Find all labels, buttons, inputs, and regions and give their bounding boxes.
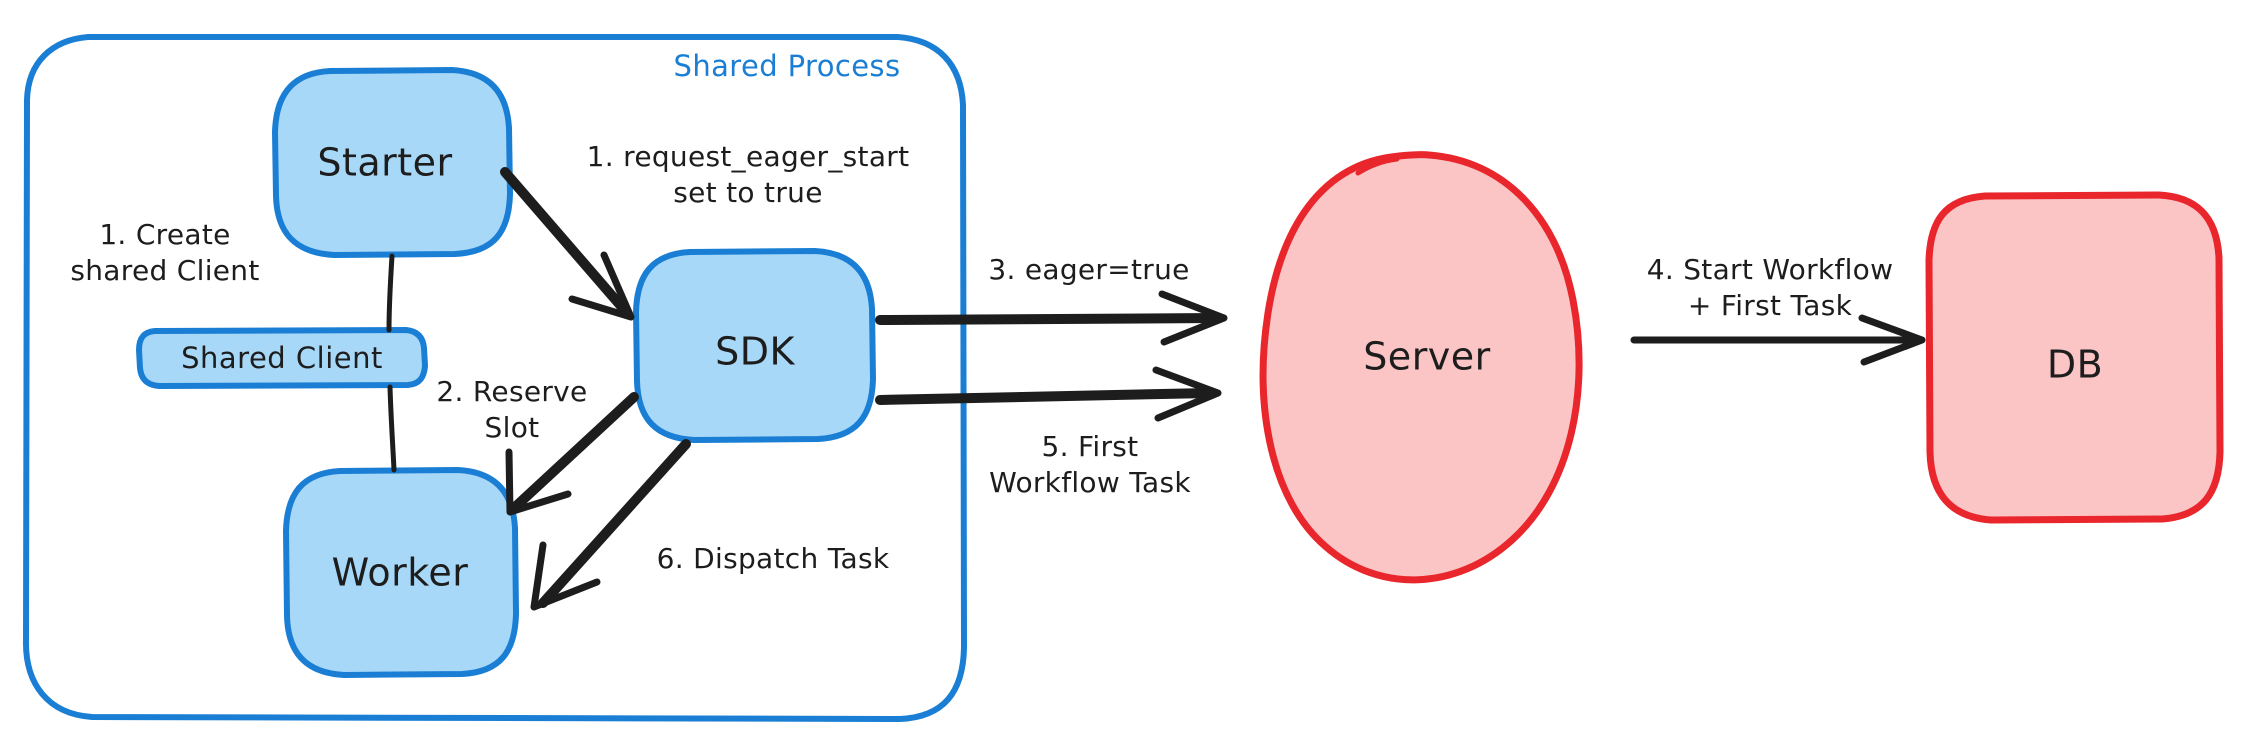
worker-node-shape[interactable] [283, 467, 519, 678]
edge-dispatch-task-line [538, 439, 691, 608]
edge-request-eager-start-line [500, 167, 632, 318]
edge-reserve-slot-arrowhead [505, 448, 572, 516]
edge-request-eager-start-arrowhead [568, 251, 635, 321]
edge-eager-true-line [875, 313, 1223, 325]
server-node-shape[interactable] [1259, 151, 1583, 584]
db-node-shape[interactable] [1925, 191, 2224, 524]
edge-start-workflow-arrowhead [1858, 314, 1926, 366]
shared-client-node-shape[interactable] [136, 327, 428, 389]
edge-eager-true-arrowhead [1158, 290, 1228, 346]
edge-reserve-slot-line [509, 392, 639, 513]
edge-create-shared-client-upper [386, 253, 395, 333]
edge-create-shared-client-lower [387, 384, 397, 473]
edge-first-workflow-task-line [875, 388, 1215, 405]
shared-process-container[interactable] [22, 34, 967, 722]
edge-dispatch-task-arrowhead [530, 541, 601, 611]
server-node-sketch-overshoot [1355, 156, 1400, 176]
sdk-node-shape[interactable] [633, 248, 876, 443]
edge-first-workflow-task-arrowhead [1152, 366, 1222, 422]
starter-node-shape[interactable] [272, 67, 513, 258]
